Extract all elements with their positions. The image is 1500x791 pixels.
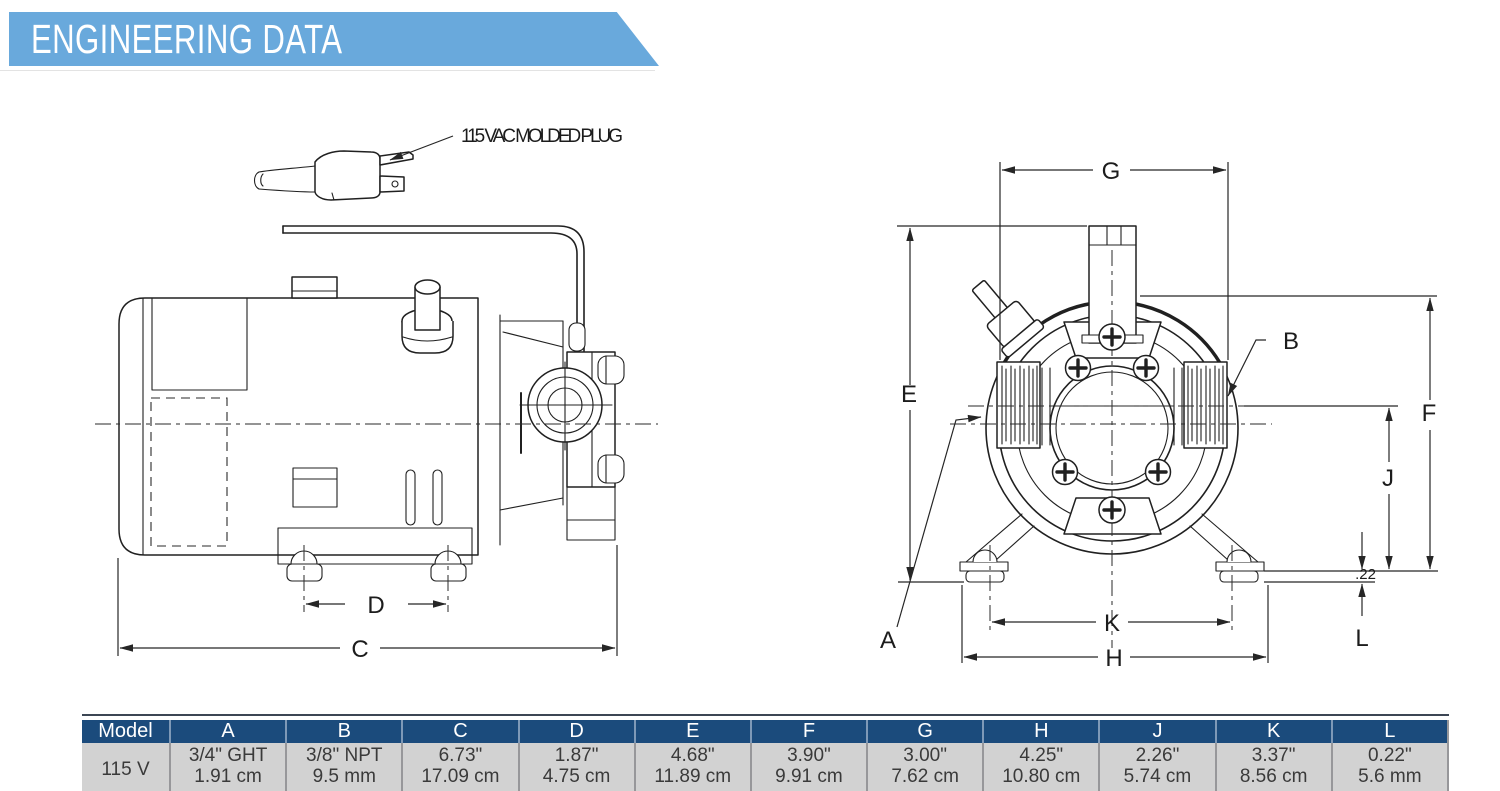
- cable-gland: [971, 280, 1045, 358]
- mounting-feet: [959, 513, 1265, 583]
- col-header-l: L: [1330, 720, 1450, 743]
- dim-label-f: F: [1422, 400, 1437, 427]
- right-port: [1173, 361, 1228, 449]
- cell-j: 2.26"5.74 cm: [1098, 743, 1216, 791]
- table-top-border: [82, 714, 1449, 716]
- motor-body: [118, 297, 479, 556]
- cell-g: 3.00"7.62 cm: [866, 743, 984, 791]
- col-header-j: J: [1098, 720, 1216, 743]
- col-header-e: E: [633, 720, 751, 743]
- table-header-row: Model A B C D E F G H J K L: [82, 720, 1450, 743]
- front-view-drawing: E G F J .22 L: [880, 158, 1438, 672]
- col-header-k: K: [1214, 720, 1332, 743]
- dim-label-h: H: [1105, 645, 1122, 672]
- cell-f: 3.90"9.91 cm: [749, 743, 868, 791]
- cell-h: 4.25"10.80 cm: [982, 743, 1100, 791]
- cell-c: 6.73"17.09 cm: [401, 743, 519, 791]
- side-view-drawing: 115 VAC MOLDED PLUG: [95, 126, 658, 663]
- page-title: ENGINEERING DATA: [31, 16, 343, 62]
- col-header-g: G: [866, 720, 984, 743]
- dim-label-b: B: [1283, 328, 1299, 355]
- dim-label-d: D: [367, 592, 384, 619]
- dim-label-a: A: [880, 627, 896, 654]
- dim-label-g: G: [1102, 158, 1121, 185]
- col-header-model: Model: [82, 720, 170, 743]
- cell-e: 4.68"11.89 cm: [633, 743, 751, 791]
- spec-table: Model A B C D E F G H J K L 115 V 3/4" G…: [82, 714, 1450, 791]
- dim-label-offset: .22: [1355, 566, 1376, 583]
- cell-d: 1.87"4.75 cm: [517, 743, 635, 791]
- col-header-f: F: [749, 720, 868, 743]
- col-header-c: C: [401, 720, 519, 743]
- plug-label: 115 VAC MOLDED PLUG: [461, 126, 623, 147]
- dim-label-k: K: [1104, 610, 1120, 637]
- col-header-b: B: [285, 720, 403, 743]
- screws: [1051, 323, 1172, 524]
- cell-model: 115 V: [82, 743, 170, 791]
- col-header-d: D: [517, 720, 635, 743]
- dim-label-e: E: [901, 381, 917, 408]
- dim-label-c: C: [351, 636, 368, 663]
- col-header-h: H: [982, 720, 1100, 743]
- plug-body: [314, 150, 381, 201]
- dim-label-l: L: [1355, 625, 1368, 652]
- section-banner: ENGINEERING DATA: [9, 12, 659, 66]
- cell-k: 3.37"8.56 cm: [1214, 743, 1332, 791]
- dim-label-j: J: [1382, 465, 1394, 492]
- left-port: [996, 361, 1051, 449]
- banner-underline: [0, 70, 655, 71]
- cell-l: 0.22"5.6 mm: [1330, 743, 1450, 791]
- col-header-a: A: [168, 720, 287, 743]
